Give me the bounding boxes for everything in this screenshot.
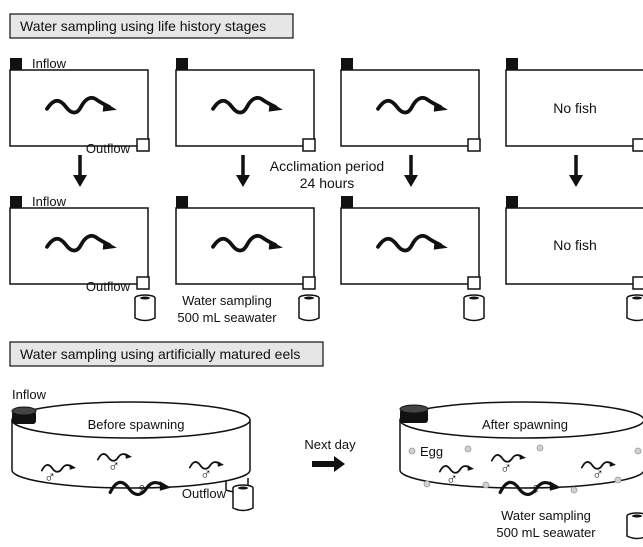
female-symbol: ♀: [136, 481, 148, 498]
acclimation-line1: Acclimation period: [270, 158, 384, 174]
section-title-life-history: Water sampling using life history stages: [20, 18, 266, 34]
next-day-label: Next day: [304, 437, 356, 452]
round-tank-after: After spawning Egg ♂ ♂ ♂ ♀: [399, 401, 643, 540]
beaker-icon: [463, 294, 485, 322]
inflow-pipe: [506, 196, 518, 208]
female-eel: ♀: [108, 479, 173, 498]
egg: [536, 444, 544, 452]
egg-label: Egg: [420, 444, 443, 459]
male-eel: ♂: [40, 463, 76, 486]
tank-row-after: Inflow Outflow No fish: [9, 194, 643, 322]
down-arrow-icon: [404, 155, 418, 187]
beaker-icon: [298, 294, 320, 322]
sampling-line2: 500 mL seawater: [177, 310, 277, 325]
male-symbol: ♂: [446, 471, 458, 488]
beaker-icon: [626, 294, 643, 322]
tank: [175, 58, 316, 152]
outflow-label: Outflow: [86, 279, 131, 294]
inflow-label: Inflow: [32, 194, 67, 209]
tank-no-fish: No fish: [505, 58, 643, 152]
male-eel: ♂: [188, 460, 224, 483]
before-spawning-label: Before spawning: [88, 417, 185, 432]
male-eel: ♂: [96, 452, 132, 475]
section-header-matured: Water sampling using artificially mature…: [9, 341, 324, 367]
down-arrow-icon: [73, 155, 87, 187]
egg: [408, 447, 416, 455]
outflow-pipe: [632, 138, 643, 152]
beaker-icon: [626, 512, 643, 540]
section-header-life-history: Water sampling using life history stages: [9, 13, 294, 39]
acclimation-label: Acclimation period 24 hours: [270, 158, 384, 191]
sampling-line2: 500 mL seawater: [496, 525, 596, 540]
egg: [464, 445, 472, 453]
male-symbol: ♂: [108, 458, 120, 475]
tank: Inflow Outflow: [9, 56, 150, 156]
down-arrow-icon: [569, 155, 583, 187]
spawning-outflow-label: Outflow: [182, 486, 227, 501]
inflow-pipe: [341, 196, 353, 208]
inflow-pipe: [176, 58, 188, 70]
tank-no-fish: No fish: [505, 196, 643, 322]
no-fish-label: No fish: [553, 237, 597, 253]
after-spawning-label: After spawning: [482, 417, 568, 432]
outflow-pipe: [302, 138, 316, 152]
male-symbol: ♂: [44, 469, 56, 486]
egg: [614, 476, 622, 484]
beaker-icon: [134, 294, 156, 322]
egg: [570, 486, 578, 494]
outflow-pipe: [632, 276, 643, 290]
outflow-pipe: [467, 276, 481, 290]
egg: [482, 481, 490, 489]
male-eel: ♂: [580, 460, 616, 483]
tank-row-before: Inflow Outflow No fish: [9, 56, 643, 156]
outflow-label: Outflow: [86, 141, 131, 156]
acclimation-line2: 24 hours: [300, 175, 354, 191]
right-arrow-icon: [312, 456, 345, 472]
tank: Inflow Outflow: [9, 194, 156, 322]
spawning-inflow-label: Inflow: [12, 387, 47, 402]
down-arrows: [73, 155, 583, 187]
sampling-line1: Water sampling: [182, 293, 272, 308]
male-symbol: ♂: [592, 466, 604, 483]
inflow-pipe: [341, 58, 353, 70]
water-sampling-label: Water sampling 500 mL seawater: [177, 293, 277, 325]
male-symbol: ♂: [500, 460, 512, 477]
outflow-pipe: [302, 276, 316, 290]
outflow-pipe: [136, 138, 150, 152]
inflow-pipe: [10, 58, 22, 70]
egg: [423, 480, 431, 488]
section-title-matured: Water sampling using artificially mature…: [20, 346, 300, 362]
male-symbol: ♂: [200, 466, 212, 483]
inflow-pipe: [10, 196, 22, 208]
down-arrow-icon: [236, 155, 250, 187]
inflow-pipe: [506, 58, 518, 70]
beaker-icon: [232, 484, 254, 512]
next-day-indicator: Next day: [304, 437, 356, 472]
egg: [634, 447, 642, 455]
eggs: [408, 444, 642, 494]
round-tank-before: Inflow Before spawning ♂ ♂ ♂ ♀ Outflow: [11, 387, 254, 512]
male-eel: ♂: [438, 464, 474, 488]
inflow-label: Inflow: [32, 56, 67, 71]
tank: [340, 58, 481, 152]
outflow-pipe: [467, 138, 481, 152]
outflow-pipe: [136, 276, 150, 290]
female-symbol: ♀: [530, 481, 542, 498]
female-eel: ♀: [498, 479, 563, 498]
no-fish-label: No fish: [553, 100, 597, 116]
sampling-line1: Water sampling: [501, 508, 591, 523]
inflow-pipe: [176, 196, 188, 208]
male-eel: ♂: [490, 453, 526, 477]
tank: [340, 196, 485, 322]
tank: [175, 196, 320, 322]
